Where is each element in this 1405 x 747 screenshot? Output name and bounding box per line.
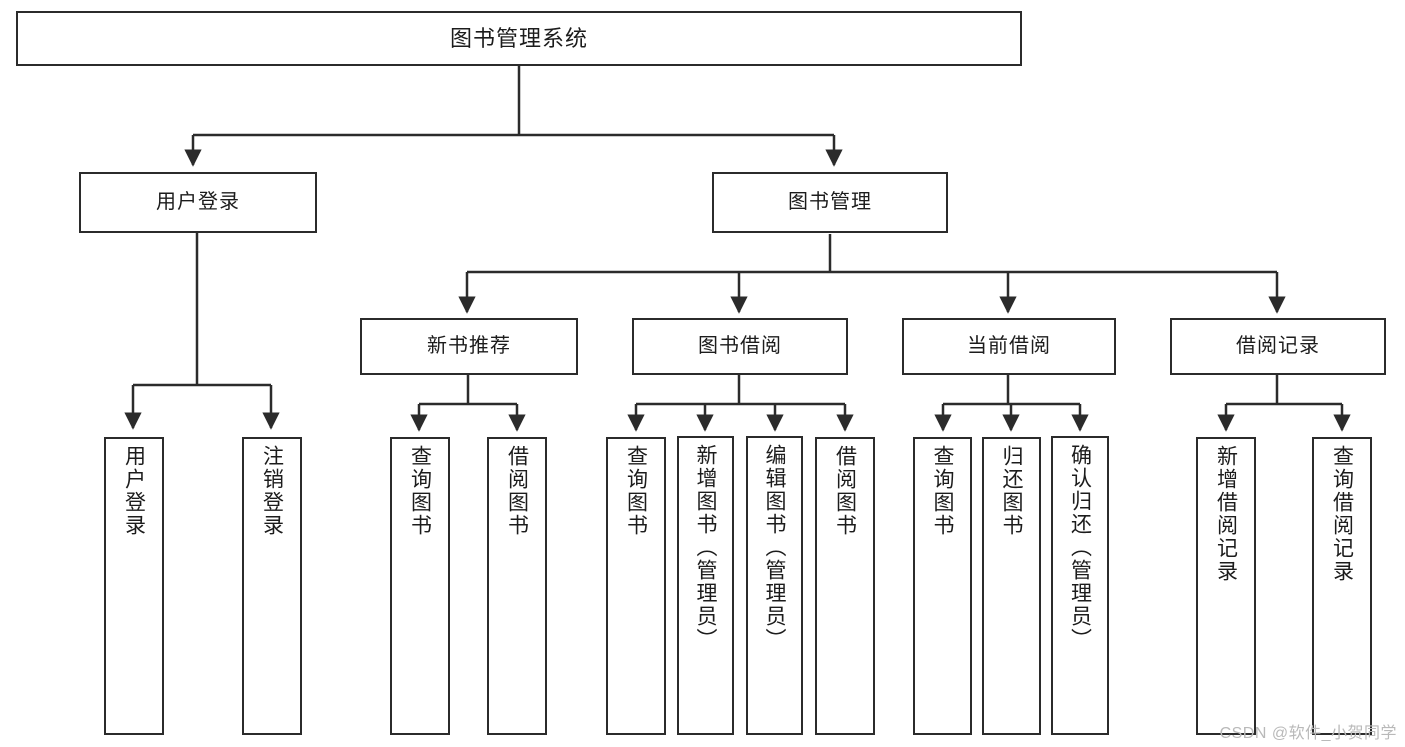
- node-label: 新书推荐: [427, 334, 511, 357]
- leaf-query-book-borrow[interactable]: 查询图书: [606, 437, 666, 735]
- node-label: 图书借阅: [698, 334, 782, 357]
- node-label: 编辑图书（管理员）: [763, 444, 787, 651]
- leaf-logout[interactable]: 注销登录: [242, 437, 302, 735]
- node-label: 当前借阅: [967, 334, 1051, 357]
- node-label: 归还图书: [1000, 445, 1024, 537]
- node-label: 新增借阅记录: [1214, 445, 1238, 583]
- leaf-borrow-book[interactable]: 借阅图书: [815, 437, 875, 735]
- leaf-query-book-newbook[interactable]: 查询图书: [390, 437, 450, 735]
- leaf-user-login[interactable]: 用户登录: [104, 437, 164, 735]
- node-user-login[interactable]: 用户登录: [79, 172, 317, 233]
- node-new-book-recommend[interactable]: 新书推荐: [360, 318, 578, 375]
- node-label: 新增图书（管理员）: [694, 444, 718, 651]
- leaf-borrow-book-newbook[interactable]: 借阅图书: [487, 437, 547, 735]
- node-book-borrow[interactable]: 图书借阅: [632, 318, 848, 375]
- node-label: 确认归还（管理员）: [1068, 444, 1092, 651]
- node-label: 借阅记录: [1236, 334, 1320, 357]
- watermark-text: CSDN @软件_小贺同学: [1219, 725, 1397, 742]
- leaf-confirm-return-admin[interactable]: 确认归还（管理员）: [1051, 436, 1109, 735]
- node-label: 查询图书: [408, 445, 432, 537]
- leaf-add-book-admin[interactable]: 新增图书（管理员）: [677, 436, 734, 735]
- node-label: 借阅图书: [505, 445, 529, 537]
- leaf-return-book[interactable]: 归还图书: [982, 437, 1041, 735]
- node-book-management[interactable]: 图书管理: [712, 172, 948, 233]
- node-current-borrow[interactable]: 当前借阅: [902, 318, 1116, 375]
- node-label: 用户登录: [122, 445, 146, 537]
- node-label: 用户登录: [156, 190, 240, 213]
- node-label: 查询图书: [931, 445, 955, 537]
- node-label: 图书管理系统: [449, 25, 588, 51]
- node-label: 注销登录: [260, 445, 284, 537]
- node-root-system[interactable]: 图书管理系统: [16, 11, 1022, 66]
- leaf-edit-book-admin[interactable]: 编辑图书（管理员）: [746, 436, 803, 735]
- node-label: 查询图书: [624, 445, 648, 537]
- node-borrow-record[interactable]: 借阅记录: [1170, 318, 1386, 375]
- node-label: 图书管理: [788, 190, 872, 213]
- leaf-add-borrow-record[interactable]: 新增借阅记录: [1196, 437, 1256, 735]
- leaf-query-borrow-record[interactable]: 查询借阅记录: [1312, 437, 1372, 735]
- node-label: 查询借阅记录: [1330, 445, 1354, 583]
- node-label: 借阅图书: [833, 445, 857, 537]
- leaf-query-book-current[interactable]: 查询图书: [913, 437, 972, 735]
